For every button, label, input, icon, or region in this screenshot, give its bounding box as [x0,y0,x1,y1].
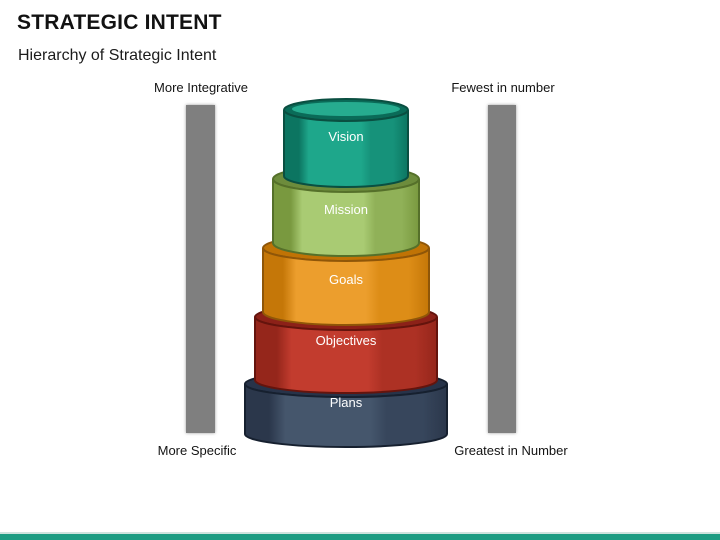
tier-vision-top-surface [292,102,400,116]
label-greatest-in-number: Greatest in Number [454,443,568,458]
slide-subtitle: Hierarchy of Strategic Intent [18,47,217,64]
tier-label-mission: Mission [324,202,368,217]
left-gradient-bar [186,105,215,433]
tier-plans-body [244,383,448,448]
tier-label-plans: Plans [330,395,363,410]
tier-label-goals: Goals [329,272,363,287]
label-more-integrative: More Integrative [154,80,248,95]
label-more-specific: More Specific [157,443,237,458]
tier-mission-body [272,178,420,257]
bottom-accent-bar [0,532,720,540]
right-gradient-bar [488,105,516,433]
tier-label-vision: Vision [328,129,363,144]
tier-vision-body [283,109,409,188]
tier-vision: Vision [283,98,409,188]
tier-label-objectives: Objectives [316,333,377,348]
label-fewest-in-number: Fewest in number [451,80,555,95]
tier-goals-body [262,247,430,326]
slide-title: STRATEGIC INTENT [17,11,222,34]
tier-objectives-body [254,316,438,394]
